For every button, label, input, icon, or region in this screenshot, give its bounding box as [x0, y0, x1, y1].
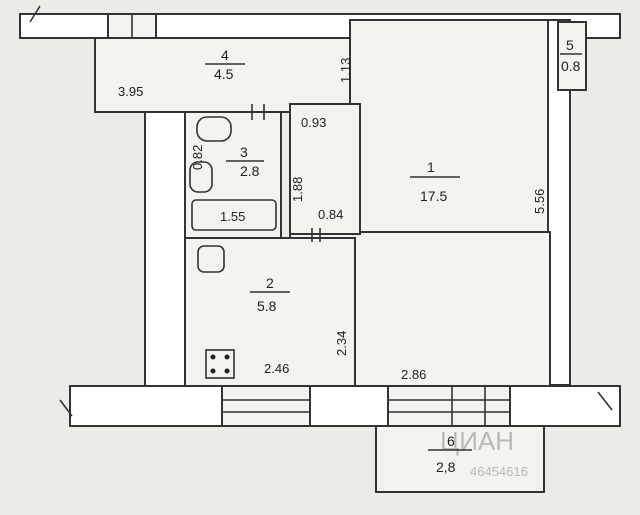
dim-5-56: 5.56 — [532, 189, 547, 214]
stove — [205, 349, 235, 379]
sink — [196, 116, 232, 142]
room-6 — [375, 425, 545, 493]
dim-3-95: 3.95 — [118, 84, 143, 99]
room-3 — [184, 111, 282, 241]
dim-2-46: 2.46 — [264, 361, 289, 376]
room-5-area: 0.8 — [561, 58, 581, 74]
room-1-area: 17.5 — [420, 188, 447, 204]
room-3-area: 2.8 — [240, 163, 260, 179]
window-bottom-right — [387, 385, 511, 427]
room-6-area: 2,8 — [436, 459, 456, 475]
dim-0-84: 0.84 — [318, 207, 343, 222]
dim-0-93: 0.93 — [301, 115, 326, 130]
dim-1-88: 1.88 — [290, 177, 305, 202]
dim-2-86: 2.86 — [401, 367, 426, 382]
watermark-brand: ЦИАН — [440, 426, 514, 456]
room-2 — [184, 237, 356, 387]
room-2-area: 5.8 — [257, 298, 277, 314]
kitchen-sink — [197, 245, 225, 273]
window-bottom-left — [221, 385, 311, 427]
wall-left — [144, 111, 186, 395]
wall-bottom — [69, 385, 621, 427]
room-4-area: 4.5 — [214, 66, 234, 82]
room-4 — [94, 37, 351, 113]
room-2-number: 2 — [266, 275, 274, 291]
room-1-mid — [289, 103, 361, 235]
dim-1-13: 1.13 — [338, 58, 353, 83]
dim-1-55: 1.55 — [220, 209, 245, 224]
dim-2-34: 2.34 — [334, 331, 349, 356]
toilet — [189, 161, 213, 193]
dim-0-82: 0.82 — [190, 145, 205, 170]
room-6-number: 6 — [447, 433, 455, 449]
room-5 — [557, 21, 587, 91]
room-1-number: 1 — [427, 159, 435, 175]
room-3-number: 3 — [240, 144, 248, 160]
room-5-number: 5 — [566, 37, 574, 53]
watermark-code: 46454616 — [470, 464, 528, 479]
bathtub — [191, 199, 277, 231]
room-4-number: 4 — [221, 47, 229, 63]
